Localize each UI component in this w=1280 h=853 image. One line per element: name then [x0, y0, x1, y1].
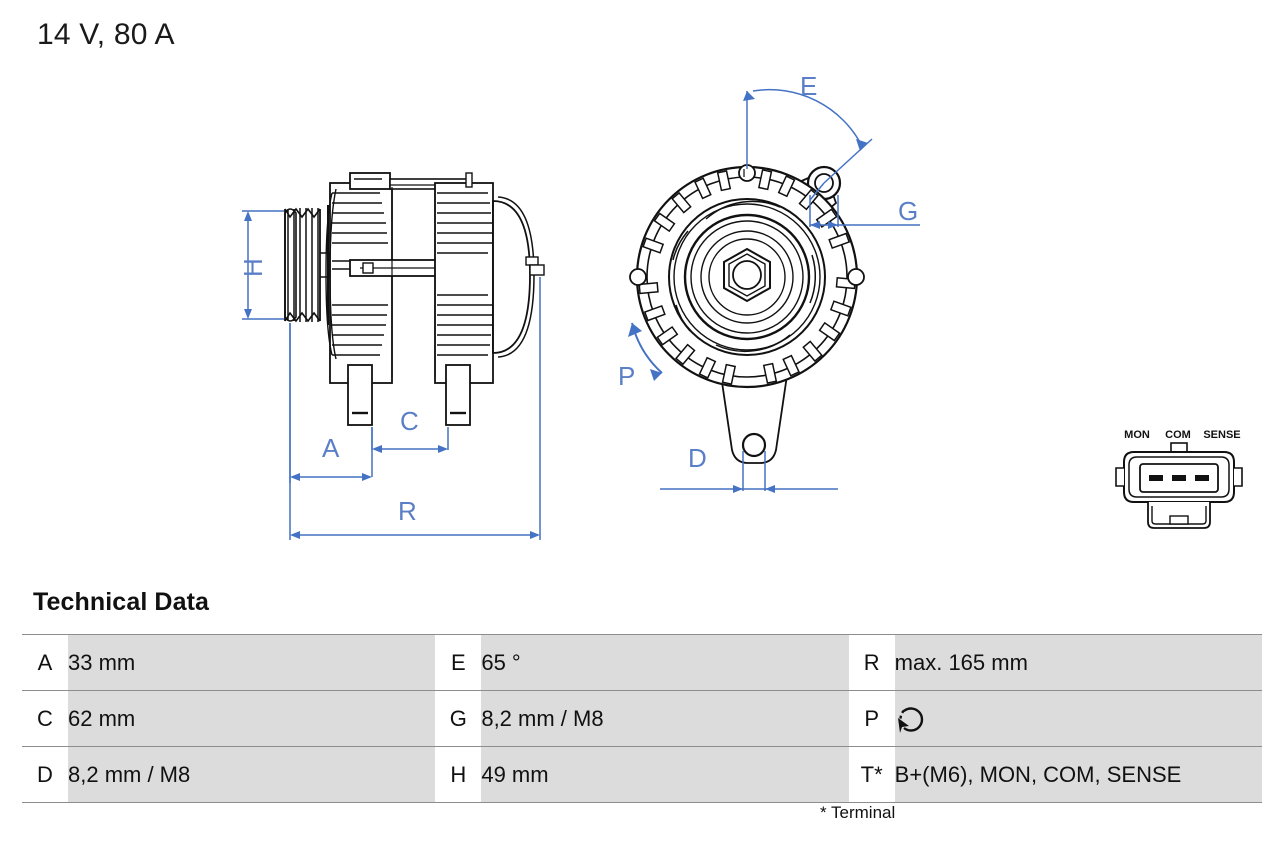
table-key-t: T*: [848, 746, 895, 803]
table-row: C 62 mm G 8,2 mm / M8 P: [22, 690, 1262, 747]
dimension-label-h: H: [238, 258, 268, 277]
table-key-c: C: [22, 690, 68, 747]
table-key-r: R: [848, 634, 895, 691]
pin-label-sense: SENSE: [1203, 429, 1240, 441]
pin-label-mon: MON: [1124, 429, 1150, 441]
dimension-label-r: R: [398, 496, 417, 526]
dimension-label-c: C: [400, 406, 419, 436]
table-value-t: B+(M6), MON, COM, SENSE: [894, 746, 1262, 803]
table-value-a: 33 mm: [68, 634, 436, 691]
table-value-g: 8,2 mm / M8: [481, 690, 849, 747]
technical-data-heading: Technical Data: [33, 588, 209, 616]
dimension-label-g: G: [898, 196, 918, 226]
page-title: 14 V, 80 A: [37, 18, 175, 51]
connector-pins: [1149, 475, 1209, 481]
table-key-d: D: [22, 746, 68, 803]
table-key-h: H: [435, 746, 482, 803]
dimension-label-d: D: [688, 443, 707, 473]
table-key-p: P: [848, 690, 895, 747]
alternator-front-view: E G P D: [610, 55, 960, 515]
table-value-p: [894, 690, 1262, 747]
technical-data-table: A 33 mm E 65 ° R max. 165 mm C 62 mm G 8…: [22, 634, 1262, 803]
rotation-direction-icon: [895, 702, 929, 736]
table-key-e: E: [435, 634, 482, 691]
plug-connector: MON COM SENSE: [1112, 424, 1272, 564]
table-footnote: * Terminal: [820, 803, 896, 822]
table-key-a: A: [22, 634, 68, 691]
dimension-label-p: P: [618, 361, 635, 391]
table-value-e: 65 °: [481, 634, 849, 691]
pin-label-com: COM: [1165, 429, 1191, 441]
alternator-side-view: H A C R: [230, 165, 575, 565]
table-key-g: G: [435, 690, 482, 747]
table-value-r: max. 165 mm: [894, 634, 1262, 691]
table-value-d: 8,2 mm / M8: [68, 746, 436, 803]
table-value-c: 62 mm: [68, 690, 436, 747]
table-row: A 33 mm E 65 ° R max. 165 mm: [22, 634, 1262, 691]
table-value-h: 49 mm: [481, 746, 849, 803]
dimension-label-a: A: [322, 433, 340, 463]
dimension-label-e: E: [800, 71, 817, 101]
table-row: D 8,2 mm / M8 H 49 mm T* B+(M6), MON, CO…: [22, 746, 1262, 803]
